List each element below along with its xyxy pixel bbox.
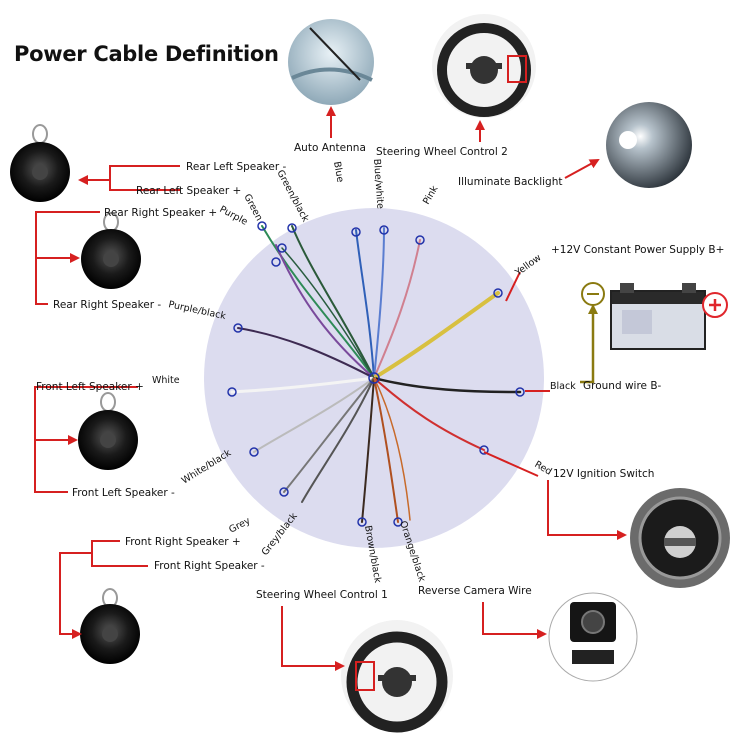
wire-label-black: Black [550,381,576,392]
wire-black [372,376,522,394]
label-rear-left-speaker-pos: Rear Left Speaker + [136,185,241,197]
wire-label-grey: Grey [227,515,252,535]
wire-white-black [253,377,375,453]
battery-negative-icon [581,282,605,306]
label-ground-wire: Ground wire B- [583,380,662,392]
wire-green [261,225,375,379]
label-rear-right-speaker-neg: Rear Right Speaker - [53,299,161,311]
label-illuminate-backlight: Illuminate Backlight [458,176,563,188]
label-front-left-speaker-neg: Front Left Speaker - [72,487,175,499]
wire-label-purple-black: Purple/black [167,299,227,322]
label-reverse-camera-wire: Reverse Camera Wire [418,585,532,597]
page-title: Power Cable Definition [14,42,279,66]
speaker-rear-left-icon [10,124,70,202]
label-front-right-speaker-pos: Front Right Speaker + [125,536,241,548]
battery-ground-line [580,370,595,384]
label-front-left-speaker-pos: Front Left Speaker + [36,381,144,393]
label-rear-right-speaker-pos: Rear Right Speaker + [104,207,217,219]
wire-orange-black [373,377,399,523]
label-auto-antenna: Auto Antenna [294,142,366,154]
wire-pink [373,239,421,379]
reverse-camera-photo-icon [548,592,638,682]
wire-label-blue-white: Blue/white [371,158,385,209]
wire-white [230,376,376,394]
steering-wheel-2-photo-icon [432,14,536,118]
label-steering-wheel-control-1: Steering Wheel Control 1 [256,589,388,601]
wire-end-markers [227,221,525,527]
wire-label-white-black: White/black [180,447,234,486]
speaker-front-left-icon [78,392,138,470]
wire-yellow [372,291,500,380]
label-rear-left-speaker-neg: Rear Left Speaker - [186,161,287,173]
battery-positive-icon [702,292,728,318]
connector-arrows [34,106,627,671]
wire-purple-black [237,327,375,379]
label-constant-power: +12V Constant Power Supply B+ [551,244,724,256]
wire-label-yellow: Yellow [512,252,543,279]
label-front-right-speaker-neg: Front Right Speaker - [154,560,265,572]
wire-blue-white [373,227,385,379]
speaker-front-right-icon [80,588,140,664]
wire-label-white: White [152,375,180,386]
wire-blue [355,229,375,379]
wire-label-blue: Blue [331,161,346,184]
wire-brown-black [361,377,375,523]
battery-icon [610,283,706,350]
wires [230,225,522,523]
steering-wheel-1-photo-icon [341,620,453,733]
wire-purple [275,244,375,379]
wire-green-black [291,225,375,379]
label-steering-wheel-control-2: Steering Wheel Control 2 [376,146,508,158]
antenna-photo-icon [288,19,374,105]
wire-grey [283,377,375,493]
wire-label-green-black: Green/black [274,168,311,224]
label-ignition-switch: 12V Ignition Switch [553,468,654,480]
headlight-photo-icon [606,102,692,188]
wire-grey-black [301,377,375,503]
wire-red [373,377,485,451]
speaker-rear-right-icon [81,212,141,289]
ignition-switch-photo-icon [630,488,730,588]
wire-label-purple: Purple [218,204,250,228]
wire-label-pink: Pink [421,184,441,207]
